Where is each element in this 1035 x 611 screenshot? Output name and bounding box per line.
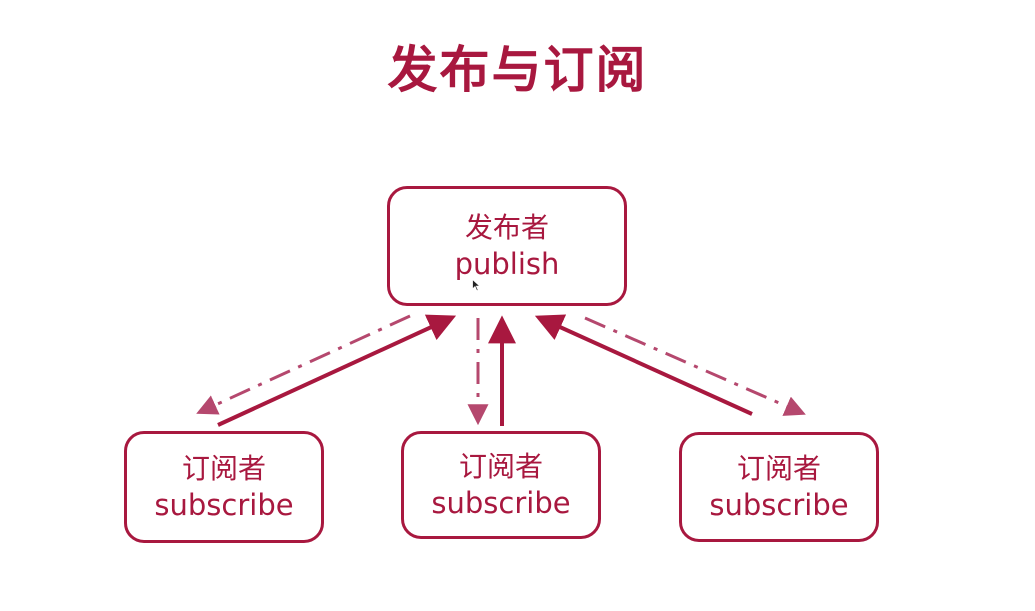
edge-publisher-to-subscribe-1 bbox=[196, 314, 411, 415]
publisher-node: 发布者 publish bbox=[387, 186, 627, 306]
edge-subscribe-3-to-publisher bbox=[534, 314, 753, 416]
subscriber-label-en: subscribe bbox=[709, 488, 849, 522]
subscriber-label-en: subscribe bbox=[431, 486, 571, 520]
subscriber-label-zh: 订阅者 bbox=[181, 452, 266, 485]
subscriber-node-1: 订阅者 subscribe bbox=[124, 431, 324, 543]
mouse-pointer-icon bbox=[472, 279, 481, 292]
diagram-title: 发布与订阅 bbox=[387, 41, 648, 99]
subscriber-label-zh: 订阅者 bbox=[736, 452, 821, 485]
edge-publisher-to-subscribe-3 bbox=[584, 316, 806, 416]
subscriber-label-zh: 订阅者 bbox=[458, 450, 543, 483]
subscriber-label-en: subscribe bbox=[154, 488, 294, 522]
publisher-label-zh: 发布者 bbox=[464, 211, 549, 244]
subscriber-node-2: 订阅者 subscribe bbox=[401, 431, 601, 539]
edge-subscribe-1-to-publisher bbox=[217, 314, 457, 427]
subscriber-node-3: 订阅者 subscribe bbox=[679, 432, 879, 542]
publisher-label-en: publish bbox=[454, 247, 560, 281]
